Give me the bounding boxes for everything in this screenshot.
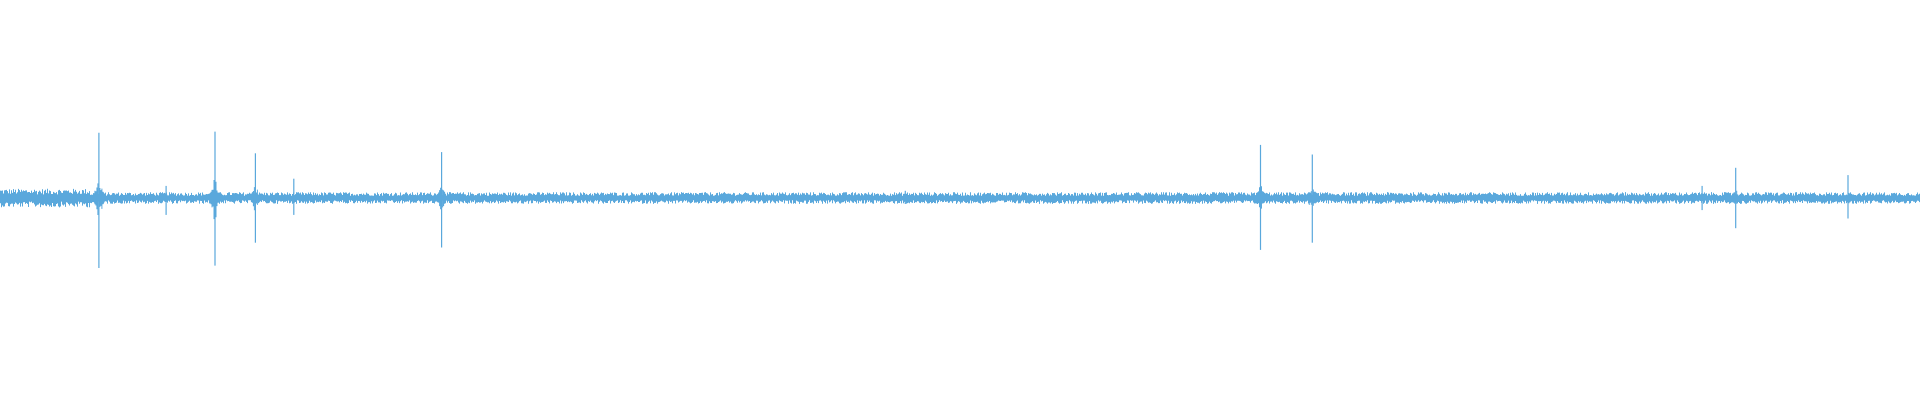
waveform-spike — [290, 178, 297, 215]
waveform-noise-path — [0, 188, 1920, 208]
waveform-spike — [250, 153, 261, 243]
waveform-spike — [1701, 185, 1704, 211]
waveform-spike — [209, 131, 223, 266]
waveform-spike — [1732, 167, 1742, 229]
waveform-noise-band — [0, 188, 1920, 208]
waveform-spike — [164, 185, 168, 215]
waveform-spike — [1844, 175, 1852, 219]
waveform-transients — [92, 131, 1852, 268]
waveform-spike — [92, 132, 106, 268]
waveform-spike — [436, 152, 448, 248]
waveform-spike — [1306, 154, 1318, 243]
waveform-spike — [1254, 144, 1266, 250]
